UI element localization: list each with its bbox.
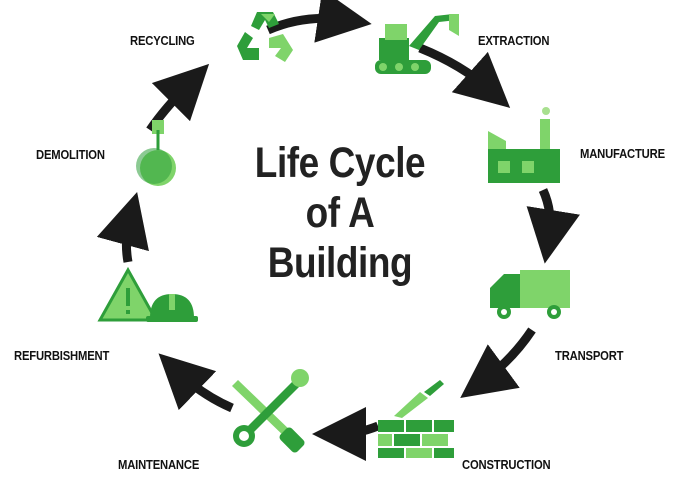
stage-label-demolition: DEMOLITION	[36, 148, 105, 162]
truck-icon	[490, 270, 570, 319]
stage-label-refurbishment: REFURBISHMENT	[14, 349, 110, 363]
wrecking-ball-icon	[136, 120, 176, 186]
cycle-arrow-refurbishment-to-demolition	[96, 191, 149, 263]
cycle-arrow-extraction-to-manufacture	[418, 43, 511, 108]
factory-icon	[488, 107, 560, 183]
stage-label-construction: CONSTRUCTION	[462, 458, 551, 472]
wrench-screwdriver-icon	[232, 369, 309, 453]
excavator-icon	[375, 14, 459, 74]
cycle-arrow-manufacture-to-transport	[526, 188, 580, 264]
warning-hardhat-icon	[97, 266, 198, 322]
cycle-arrow-recycling-to-extraction	[266, 0, 372, 43]
recycle-icon	[237, 12, 293, 62]
cycle-arrow-construction-to-maintenance	[312, 406, 380, 461]
stage-label-maintenance: MAINTENANCE	[118, 458, 200, 472]
cycle-arrow-maintenance-to-refurbishment	[158, 353, 234, 413]
diagram-title: Life Cycle of A Building	[211, 138, 469, 288]
cycle-arrow-transport-to-construction	[460, 327, 536, 398]
stage-label-manufacture: MANUFACTURE	[580, 147, 665, 161]
stage-label-recycling: RECYCLING	[130, 34, 195, 48]
stage-label-extraction: EXTRACTION	[478, 34, 550, 48]
title-line-3: Building	[267, 239, 413, 287]
bricks-trowel-icon	[378, 380, 454, 458]
stage-label-transport: TRANSPORT	[555, 349, 624, 363]
title-line-2: of A	[305, 189, 375, 237]
title-line-1: Life Cycle	[254, 139, 426, 187]
